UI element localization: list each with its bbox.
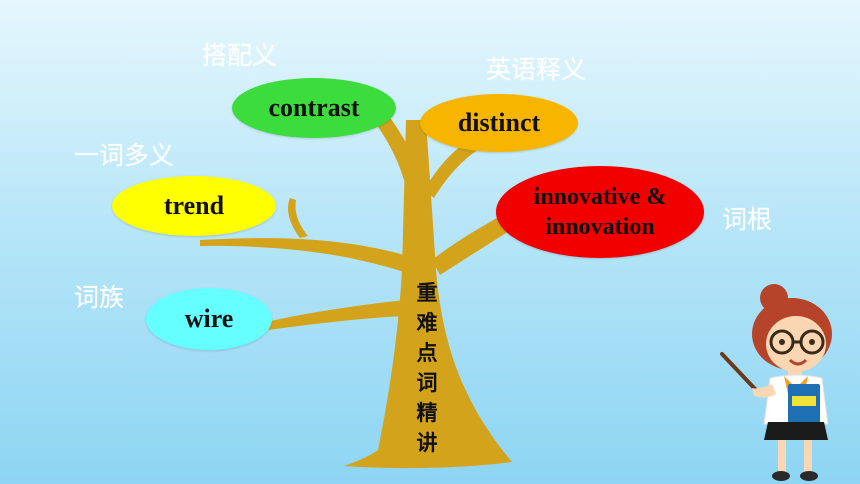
word-distinct: distinct (457, 107, 541, 137)
title-char: 讲 (416, 431, 438, 455)
label-polysemy: 一词多义 (74, 141, 175, 170)
title-char: 点 (416, 341, 438, 365)
label-collocation: 搭配义 (202, 41, 278, 70)
teacher-character-icon (720, 284, 832, 481)
word-bubble-trend[interactable]: trend (112, 176, 276, 236)
word-trend: trend (163, 190, 225, 220)
word-wire: wire (184, 303, 234, 333)
word-innovative: innovative & (533, 184, 667, 210)
word-bubble-contrast[interactable]: contrast (232, 78, 396, 138)
word-contrast: contrast (268, 92, 360, 122)
title-char: 重 (416, 281, 438, 305)
word-bubble-distinct[interactable]: distinct (420, 94, 578, 152)
label-english-definition: 英语释义 (486, 55, 587, 84)
title-char: 词 (416, 371, 438, 395)
label-root: 词根 (722, 205, 773, 234)
title-char: 精 (416, 401, 438, 425)
word-innovation: innovation (545, 214, 655, 240)
title-char: 难 (416, 311, 438, 335)
label-word-family: 词族 (74, 283, 125, 312)
word-bubble-wire[interactable]: wire (146, 288, 272, 350)
vertical-title: 重 难 点 词 精 讲 (413, 278, 441, 458)
word-bubble-innovative[interactable]: innovative & innovation (496, 166, 704, 258)
